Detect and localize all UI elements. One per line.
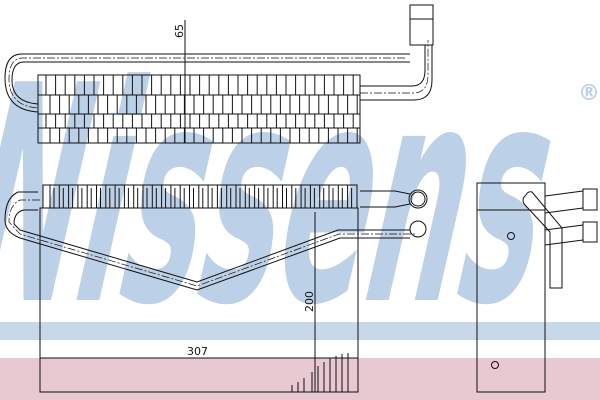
blue-band xyxy=(0,322,600,340)
registered-mark: ® xyxy=(578,81,600,106)
top-view: 65 xyxy=(4,4,434,144)
front-view: 200 307 xyxy=(4,184,428,393)
width-dimension-label: 307 xyxy=(187,345,208,358)
pink-band xyxy=(0,358,600,400)
depth-dimension-label: 65 xyxy=(173,24,186,38)
height-dimension-label: 200 xyxy=(303,291,316,312)
side-view xyxy=(476,182,598,393)
